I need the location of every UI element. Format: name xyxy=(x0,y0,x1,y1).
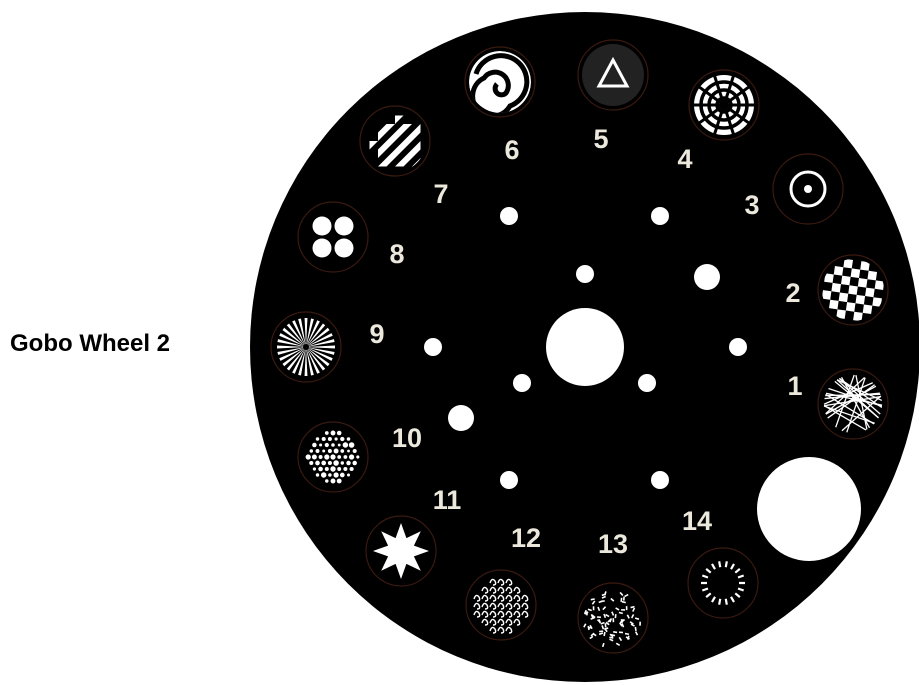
gobo-number: 6 xyxy=(504,135,519,165)
small-hole xyxy=(651,207,669,225)
small-hole xyxy=(638,374,656,392)
gobo-12 xyxy=(466,570,536,640)
gobo-9 xyxy=(271,312,341,382)
small-hole xyxy=(448,405,474,431)
center-hole xyxy=(546,308,624,386)
gobo-3 xyxy=(773,154,843,224)
gobo-number: 13 xyxy=(598,529,628,559)
gobo-7 xyxy=(360,106,430,176)
gobo-number: 5 xyxy=(593,124,608,154)
gobo-number: 4 xyxy=(677,144,692,174)
small-hole xyxy=(513,374,531,392)
gobo-6 xyxy=(465,47,535,117)
small-hole xyxy=(424,338,442,356)
small-hole xyxy=(729,338,747,356)
gobo-number: 9 xyxy=(369,319,384,349)
gobo-number: 1 xyxy=(787,371,802,401)
small-hole xyxy=(694,264,720,290)
gobo-8 xyxy=(298,202,368,272)
gobo-rim xyxy=(466,570,536,640)
gobo-rim xyxy=(298,202,368,272)
gobo-13 xyxy=(578,583,648,653)
small-hole xyxy=(651,471,669,489)
small-hole xyxy=(576,265,594,283)
gobo-4 xyxy=(689,70,759,140)
gobo-14 xyxy=(688,548,758,618)
gobo-number: 11 xyxy=(433,485,462,515)
gobo-number: 7 xyxy=(433,179,448,209)
gobo-1 xyxy=(818,369,888,439)
open-hole xyxy=(757,457,861,561)
gobo-number: 14 xyxy=(682,506,712,536)
small-hole xyxy=(500,471,518,489)
gobo-rim xyxy=(688,548,758,618)
gobo-5 xyxy=(578,40,648,110)
gobo-number: 2 xyxy=(785,278,800,308)
gobo-number: 3 xyxy=(744,190,759,220)
gobo-number: 10 xyxy=(392,423,422,453)
gobo-2 xyxy=(818,255,888,325)
gobo-number: 12 xyxy=(511,523,541,553)
gobo-10 xyxy=(298,422,368,492)
gobo-11 xyxy=(366,516,436,586)
gobo-number: 8 xyxy=(389,239,404,269)
cog-star-icon xyxy=(373,523,429,579)
small-hole xyxy=(500,207,518,225)
